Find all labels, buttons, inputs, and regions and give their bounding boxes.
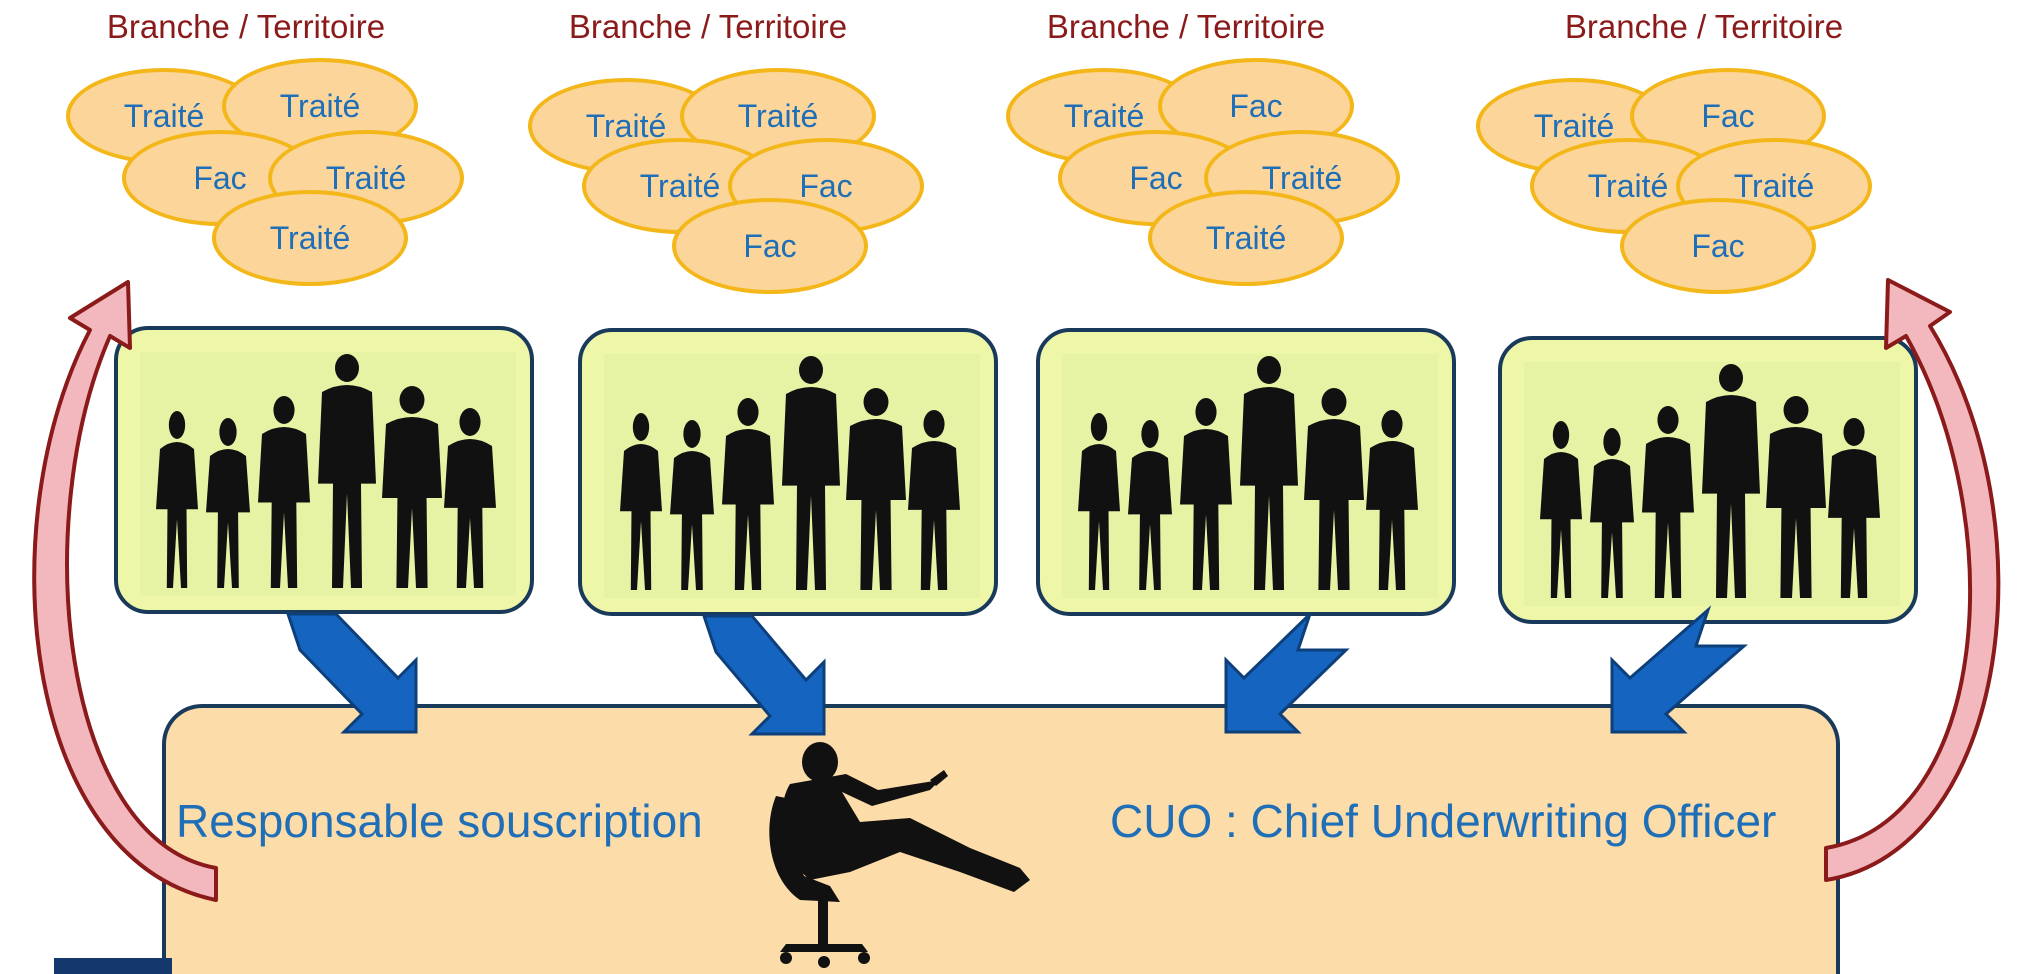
branch-title-1: Branche / Territoire bbox=[106, 8, 386, 45]
person-silhouette bbox=[1128, 420, 1172, 590]
person-silhouette bbox=[1540, 421, 1582, 598]
person-silhouette bbox=[1366, 410, 1418, 590]
person-silhouette bbox=[258, 396, 310, 588]
person-silhouette bbox=[670, 420, 714, 590]
corner-bar bbox=[54, 958, 172, 974]
person-silhouette bbox=[444, 408, 496, 588]
blue-arrow-1 bbox=[285, 612, 418, 734]
team-silhouette-icon bbox=[1062, 354, 1438, 598]
person-silhouette bbox=[908, 410, 960, 590]
person-silhouette bbox=[722, 398, 774, 590]
person-silhouette bbox=[1590, 428, 1634, 598]
person-silhouette bbox=[1766, 396, 1826, 598]
branch-title-3: Branche / Territoire bbox=[1046, 8, 1326, 45]
contract-oval: Traité bbox=[1148, 190, 1344, 286]
team-silhouette-icon bbox=[1524, 362, 1900, 606]
underwriting-officer-panel bbox=[162, 704, 1840, 974]
team-box-1 bbox=[114, 326, 534, 614]
curved-arrow-right bbox=[1824, 278, 2001, 882]
person-silhouette bbox=[620, 413, 662, 590]
person-silhouette bbox=[1702, 364, 1760, 598]
responsable-souscription-label: Responsable souscription bbox=[176, 795, 703, 847]
person-silhouette bbox=[318, 354, 376, 588]
person-silhouette bbox=[206, 418, 250, 588]
contract-oval: Fac bbox=[1620, 198, 1816, 294]
team-box-4 bbox=[1498, 336, 1918, 624]
team-box-2 bbox=[578, 328, 998, 616]
person-silhouette bbox=[782, 356, 840, 590]
person-silhouette bbox=[1180, 398, 1232, 590]
team-silhouette-icon bbox=[604, 354, 980, 598]
branch-title-2: Branche / Territoire bbox=[568, 8, 848, 45]
contract-oval: Traité bbox=[212, 190, 408, 286]
person-silhouette bbox=[846, 388, 906, 590]
person-silhouette bbox=[1828, 418, 1880, 598]
contract-oval: Fac bbox=[672, 198, 868, 294]
person-silhouette bbox=[1240, 356, 1298, 590]
branch-title-4: Branche / Territoire bbox=[1564, 8, 1844, 45]
curved-arrow-left bbox=[32, 280, 218, 902]
blue-arrow-3 bbox=[1224, 612, 1350, 734]
person-silhouette bbox=[1642, 406, 1694, 598]
team-silhouette-icon bbox=[140, 352, 516, 596]
person-silhouette bbox=[1304, 388, 1364, 590]
person-silhouette bbox=[156, 411, 198, 588]
team-box-3 bbox=[1036, 328, 1456, 616]
seated-executive-icon bbox=[769, 742, 1030, 968]
cuo-label: CUO : Chief Underwriting Officer bbox=[1110, 795, 1777, 847]
blue-arrow-2 bbox=[701, 614, 826, 736]
blue-arrow-4 bbox=[1610, 605, 1749, 734]
person-silhouette bbox=[382, 386, 442, 588]
person-silhouette bbox=[1078, 413, 1120, 590]
